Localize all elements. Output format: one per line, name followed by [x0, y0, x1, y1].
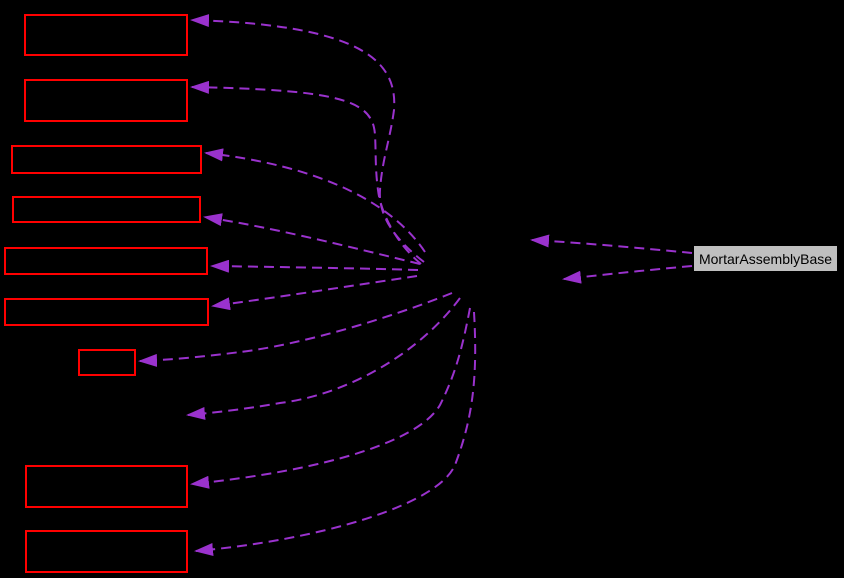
class-node-2[interactable] [24, 79, 188, 122]
usage-edge-to-node-2 [190, 80, 422, 265]
usage-edge-to-node-9 [194, 311, 477, 556]
class-node-1[interactable] [24, 14, 188, 56]
class-node-7-small[interactable] [78, 349, 136, 376]
usage-edge-to-hidden-node [186, 297, 461, 420]
usage-edge-to-node-3 [204, 148, 426, 253]
usage-edge-to-node-4 [203, 213, 421, 265]
class-node-3[interactable] [11, 145, 202, 174]
class-node-9[interactable] [25, 530, 188, 573]
node-mortar-assembly-base[interactable]: MortarAssemblyBase [693, 245, 838, 272]
class-node-6[interactable] [4, 298, 209, 326]
class-node-8[interactable] [25, 465, 188, 508]
class-node-5[interactable] [4, 247, 208, 275]
usage-edge-to-node-5 [210, 259, 419, 273]
main-node-label: MortarAssemblyBase [698, 250, 833, 267]
usage-edge-to-node-6 [211, 275, 418, 311]
usage-edge-to-node-7-small [138, 292, 453, 367]
usage-edge-from-main-upper [530, 234, 693, 254]
usage-edge-from-main-lower [562, 265, 693, 284]
usage-edge-to-node-8 [190, 307, 471, 489]
class-node-4[interactable] [12, 196, 201, 223]
